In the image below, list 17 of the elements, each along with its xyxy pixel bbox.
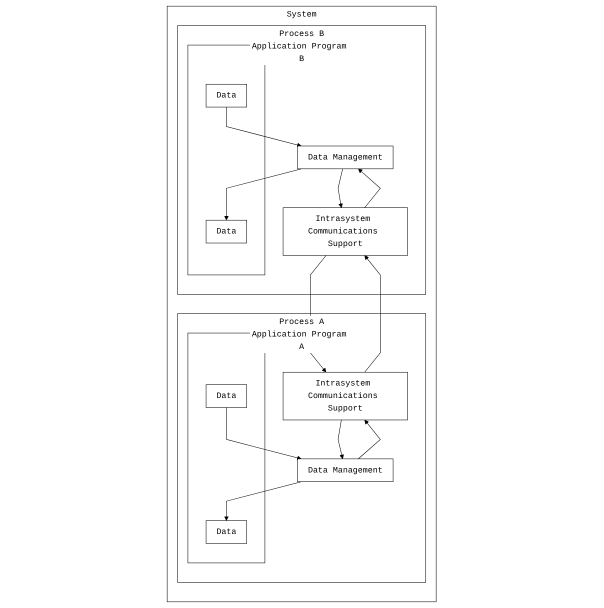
node-box: Data	[206, 84, 248, 108]
arrow	[358, 420, 382, 460]
node-box: Data Management	[298, 146, 394, 170]
node-box: Data	[206, 220, 248, 244]
arrow	[338, 420, 344, 460]
arrow	[358, 168, 382, 208]
arrow	[364, 255, 381, 372]
arrow	[224, 481, 302, 521]
arrow	[224, 168, 302, 220]
node-box: Intrasystem Communications Support	[283, 207, 408, 256]
node-box: Data	[206, 520, 248, 544]
node-box: Intrasystem Communications Support	[283, 372, 408, 420]
arrow	[226, 106, 302, 148]
node-box: Data Management	[298, 458, 394, 482]
node-box: Data	[206, 384, 248, 408]
arrow	[338, 168, 344, 208]
arrow	[226, 407, 302, 460]
